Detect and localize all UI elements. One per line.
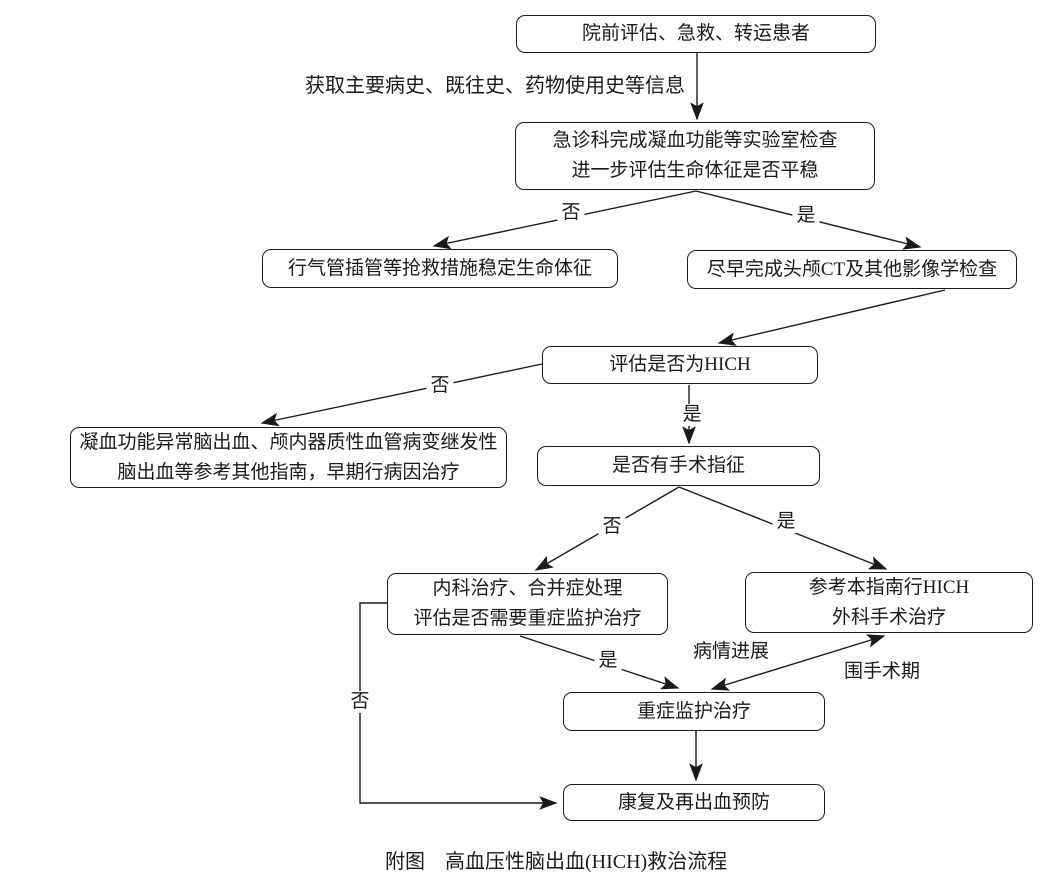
edge-label-hich-yes: 是 — [678, 404, 706, 426]
node-surgical-treatment: 参考本指南行HICH 外科手术治疗 — [745, 572, 1033, 633]
edge-label-perioperative: 围手术期 — [839, 661, 925, 683]
node-prehospital: 院前评估、急救、转运患者 — [516, 15, 876, 53]
node-emergency: 急诊科完成凝血功能等实验室检查 进一步评估生命体征是否平稳 — [515, 122, 875, 190]
arrow-ct-to-assess — [717, 289, 946, 346]
node-stabilize: 行气管插管等抢救措施稳定生命体征 — [262, 249, 618, 288]
node-prehospital-text: 院前评估、急救、转运患者 — [581, 23, 810, 44]
node-assess-hich: 评估是否为HICH — [542, 346, 818, 384]
edge-label-no-icu: 否 — [346, 691, 374, 713]
node-stabilize-text: 行气管插管等抢救措施稳定生命体征 — [287, 257, 592, 279]
figure-caption: 附图 高血压性脑出血(HICH)救治流程 — [385, 851, 728, 873]
node-surgical-treatment-line1: 参考本指南行HICH — [808, 576, 970, 598]
node-emergency-line1: 急诊科完成凝血功能等实验室检查 — [552, 130, 838, 151]
node-emergency-line2: 进一步评估生命体征是否平稳 — [571, 160, 819, 181]
edge-label-icu-yes: 是 — [594, 650, 622, 672]
arrow-surgical-icu-double — [710, 634, 886, 691]
node-other-guideline-line2: 脑出血等参考其他指南，早期行病因治疗 — [117, 461, 460, 483]
edge-label-hich-no: 否 — [426, 375, 454, 397]
node-medical-treatment-line1: 内科治疗、合并症处理 — [432, 578, 623, 599]
node-icu-text: 重症监护治疗 — [636, 700, 751, 722]
node-rehab: 康复及再出血预防 — [563, 784, 825, 821]
node-ct-text: 尽早完成头颅CT及其他影像学检查 — [706, 258, 998, 280]
node-ct: 尽早完成头颅CT及其他影像学检查 — [687, 250, 1017, 289]
node-rehab-text: 康复及再出血预防 — [617, 791, 770, 813]
node-icu: 重症监护治疗 — [563, 692, 825, 731]
node-medical-treatment: 内科治疗、合并症处理 评估是否需要重症监护治疗 — [387, 573, 668, 635]
node-medical-treatment-line2: 评估是否需要重症监护治疗 — [413, 608, 642, 629]
node-surgical-treatment-line2: 外科手术治疗 — [831, 606, 946, 628]
edge-label-surgery-yes: 是 — [772, 511, 800, 533]
history-annotation: 获取主要病史、既往史、药物使用史等信息 — [305, 75, 685, 97]
edge-label-vitals-yes: 是 — [792, 205, 820, 227]
edge-label-surgery-no: 否 — [598, 516, 626, 538]
edge-label-progression: 病情进展 — [688, 641, 774, 663]
node-other-guideline: 凝血功能异常脑出血、颅内器质性血管病变继发性 脑出血等参考其他指南，早期行病因治… — [70, 427, 507, 488]
node-assess-hich-text: 评估是否为HICH — [609, 354, 751, 375]
arrow-assess-to-other-guideline — [260, 363, 543, 427]
node-surgery-indication: 是否有手术指征 — [537, 446, 820, 486]
edge-label-vitals-no: 否 — [557, 202, 585, 224]
node-surgery-indication-text: 是否有手术指征 — [611, 455, 745, 476]
node-other-guideline-line1: 凝血功能异常脑出血、颅内器质性血管病变继发性 — [79, 431, 498, 453]
